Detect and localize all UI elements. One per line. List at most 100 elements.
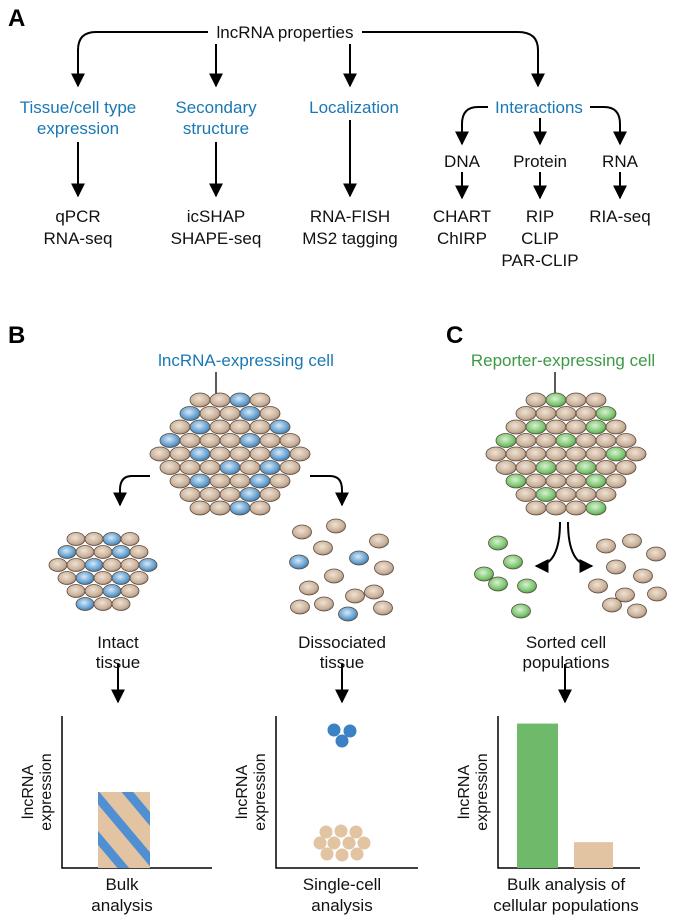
tan-cell	[345, 588, 365, 604]
sorted-reporter-positive-cells	[474, 535, 537, 619]
category-expression: Tissue/cell type expression qPCR RNA-seq	[20, 98, 137, 248]
tan-cell	[605, 419, 627, 435]
low-expression-point	[313, 836, 327, 850]
lncrna-expressing-cell	[189, 419, 211, 435]
single-cell-points	[313, 723, 371, 862]
lncrna-expressing-cell	[349, 550, 369, 566]
reporter-negative-cell	[647, 586, 667, 602]
method-clip: CLIP	[521, 229, 559, 248]
plot-single-cell-axes	[275, 716, 418, 869]
reporter-negative-bar	[574, 842, 613, 868]
tan-cell	[249, 392, 271, 408]
tan-cell	[279, 433, 301, 448]
tan-cell	[615, 460, 637, 475]
tan-cell	[129, 571, 149, 585]
tan-cell	[515, 433, 537, 448]
reporter-negative-cell	[596, 538, 616, 554]
lncrna-expressing-cell	[229, 392, 251, 408]
panel-c-label: C	[446, 322, 463, 349]
lncrna-expressing-cell	[289, 554, 309, 570]
tan-cell	[515, 460, 537, 475]
lncrna-properties-root: lncRNA properties	[216, 23, 353, 42]
panel-a-connectors	[71, 31, 627, 200]
tan-cell	[66, 584, 86, 598]
tan-cell	[149, 446, 171, 462]
tan-cell	[545, 473, 567, 489]
tan-cell	[565, 446, 587, 462]
tan-cell	[66, 558, 86, 572]
tan-cell	[179, 460, 201, 475]
tan-cell	[199, 433, 221, 448]
tan-cell	[120, 532, 140, 546]
reporter-expressing-cell	[555, 433, 577, 448]
lncrna-expressing-cell	[229, 500, 251, 516]
tan-cell	[189, 392, 211, 408]
method-rip: RIP	[526, 207, 554, 226]
tan-cell	[229, 419, 251, 435]
tan-cell	[66, 532, 86, 546]
reporter-negative-cell	[646, 546, 666, 562]
reporter-expressing-cell	[585, 500, 607, 516]
interactions-label: Interactions	[495, 98, 583, 117]
method-ms2-tagging: MS2 tagging	[302, 229, 397, 248]
branch-rna: RNA	[602, 152, 639, 171]
single-ylabel-line2: expression	[252, 753, 269, 830]
tan-cell	[595, 460, 617, 475]
branch-protein: Protein	[513, 152, 567, 171]
tan-cell	[625, 446, 647, 462]
bulk-xlabel-line1: Bulk	[105, 875, 139, 894]
low-expression-point	[335, 848, 349, 862]
method-icshap: icSHAP	[187, 207, 246, 226]
lncrna-expressing-cell	[111, 571, 131, 585]
tan-cell	[209, 446, 231, 462]
tan-cell	[229, 446, 251, 462]
tan-cell	[485, 446, 507, 462]
tan-cell	[374, 560, 394, 576]
tan-cell	[219, 433, 241, 448]
tan-cell	[575, 406, 597, 421]
tan-cell	[259, 433, 281, 448]
lncrna-expressing-cell	[219, 460, 241, 475]
tan-cell	[575, 487, 597, 502]
low-expression-point	[349, 825, 363, 839]
tan-cell	[111, 597, 131, 611]
lncrna-expressing-cell	[239, 433, 261, 448]
tan-cell	[199, 406, 221, 421]
category-structure-line1: Secondary	[175, 98, 257, 117]
intact-label-line1: Intact	[97, 633, 139, 652]
reporter-positive-cell	[488, 576, 508, 592]
tan-cell	[93, 545, 113, 559]
lncrna-expressing-cell	[57, 545, 77, 559]
tan-cell	[57, 571, 77, 585]
single-xlabel-line2: analysis	[311, 896, 372, 915]
tan-cell	[585, 446, 607, 462]
tan-cell	[535, 406, 557, 421]
tan-cell	[565, 419, 587, 435]
reporter-expressing-cell	[575, 460, 597, 475]
category-localization: Localization RNA-FISH MS2 tagging	[302, 98, 399, 248]
tan-cell	[169, 419, 191, 435]
lncrna-expressing-cell	[249, 473, 271, 489]
tan-cell	[93, 571, 113, 585]
tan-cell	[219, 487, 241, 502]
tan-cell	[326, 518, 346, 534]
tan-cell	[324, 568, 344, 584]
tan-cell	[292, 524, 312, 540]
lncrna-expressing-cell	[189, 446, 211, 462]
tan-cell	[93, 597, 113, 611]
reporter-expressing-cell-title: Reporter-expressing cell	[471, 351, 655, 370]
plot-populations: lncRNA expression Bulk analysis of cellu…	[456, 716, 640, 915]
tan-cell	[289, 446, 311, 462]
reporter-negative-cell	[588, 578, 608, 594]
dissociated-label-line2: tissue	[320, 653, 364, 672]
tan-cell	[120, 558, 140, 572]
category-localization-label: Localization	[309, 98, 399, 117]
low-expression-point	[319, 825, 333, 839]
tan-cell	[169, 473, 191, 489]
pop-xlabel-line1: Bulk analysis of	[507, 875, 625, 894]
reporter-negative-cell	[622, 533, 642, 549]
pop-ylabel-line2: expression	[474, 753, 491, 830]
lncrna-expressing-cell	[338, 606, 358, 622]
tan-cell	[84, 532, 104, 546]
method-chart: CHART	[433, 207, 491, 226]
